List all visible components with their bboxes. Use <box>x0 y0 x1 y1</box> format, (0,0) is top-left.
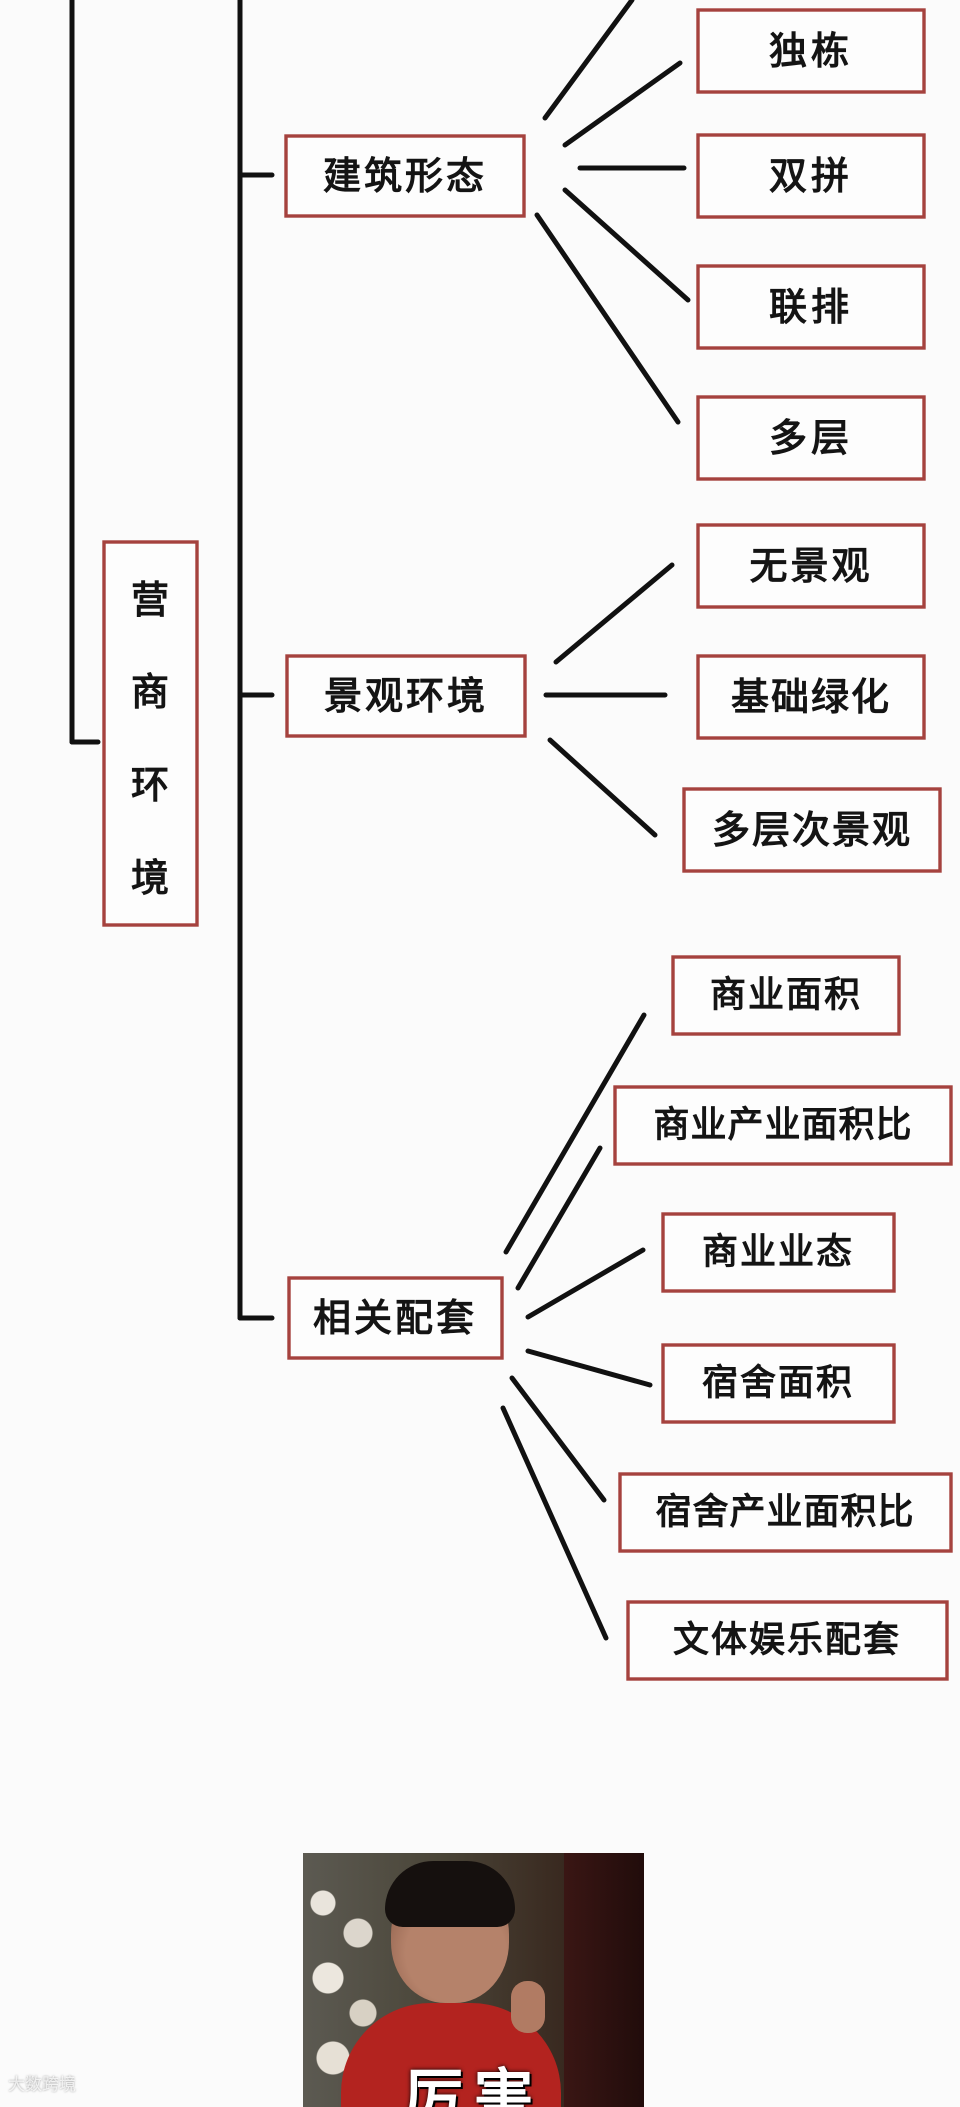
leaf-label: 基础绿化 <box>731 675 891 719</box>
root-node: 营 商 环 境 <box>102 540 199 927</box>
branch-node-facilities: 相关配套 <box>287 1276 504 1360</box>
leaf-node: 文体娱乐配套 <box>626 1600 949 1681</box>
connector-line <box>515 1145 603 1291</box>
connector-line <box>503 1012 647 1255</box>
root-char: 商 <box>131 670 169 714</box>
branch-label: 景观环境 <box>324 674 488 718</box>
connector-line <box>509 1375 607 1503</box>
leaf-node: 多层 <box>696 395 926 481</box>
connector-line <box>553 562 675 665</box>
leaf-node: 宿舍产业面积比 <box>618 1472 953 1553</box>
leaf-label: 双拼 <box>769 154 853 198</box>
branch-label: 建筑形态 <box>323 154 487 198</box>
root-char: 营 <box>131 578 169 622</box>
leaf-node: 基础绿化 <box>696 654 926 740</box>
leaf-label: 多层 <box>769 416 853 460</box>
leaf-node: 商业面积 <box>671 955 901 1036</box>
leaf-node: 宿舍面积 <box>661 1343 896 1424</box>
leaf-label: 商业面积 <box>710 975 862 1016</box>
connector-line <box>534 212 681 425</box>
branch-node-building-form: 建筑形态 <box>284 134 526 218</box>
leaf-label: 宿舍产业面积比 <box>655 1492 914 1533</box>
leaf-node: 多层次景观 <box>682 787 942 873</box>
root-char: 境 <box>131 856 169 900</box>
leaf-label: 无景观 <box>749 544 872 588</box>
connector-line <box>542 0 635 121</box>
connector-line <box>562 187 691 303</box>
watermark-text: 大数跨境 <box>8 2075 76 2095</box>
root-char: 环 <box>131 763 169 807</box>
leaf-label: 联排 <box>769 285 853 329</box>
leaf-label: 宿舍面积 <box>702 1363 854 1404</box>
connector-line <box>562 60 683 148</box>
leaf-node: 联排 <box>696 264 926 350</box>
leaf-node: 商业业态 <box>661 1212 896 1293</box>
person-hand <box>511 1981 545 2033</box>
curtain-background <box>564 1853 644 2107</box>
leaf-node: 双拼 <box>696 133 926 219</box>
meme-image: 厉害 <box>303 1853 644 2107</box>
leaf-node: 无景观 <box>696 523 926 609</box>
branch-node-landscape: 景观环境 <box>285 654 527 738</box>
connector-line <box>500 1405 609 1641</box>
leaf-label: 多层次景观 <box>712 808 912 852</box>
leaf-label: 独栋 <box>769 29 853 73</box>
leaf-label: 文体娱乐配套 <box>673 1620 901 1661</box>
connector-line <box>525 1348 653 1388</box>
connector-line <box>547 737 658 838</box>
person-hair <box>385 1861 515 1927</box>
meme-caption: 厉害 <box>403 2063 544 2107</box>
leaf-node: 商业产业面积比 <box>613 1085 953 1166</box>
branch-label: 相关配套 <box>313 1296 477 1340</box>
leaf-label: 商业业态 <box>702 1232 854 1273</box>
connector-line <box>525 1247 646 1320</box>
leaf-label: 商业产业面积比 <box>653 1105 912 1146</box>
leaf-node: 独栋 <box>696 8 926 94</box>
